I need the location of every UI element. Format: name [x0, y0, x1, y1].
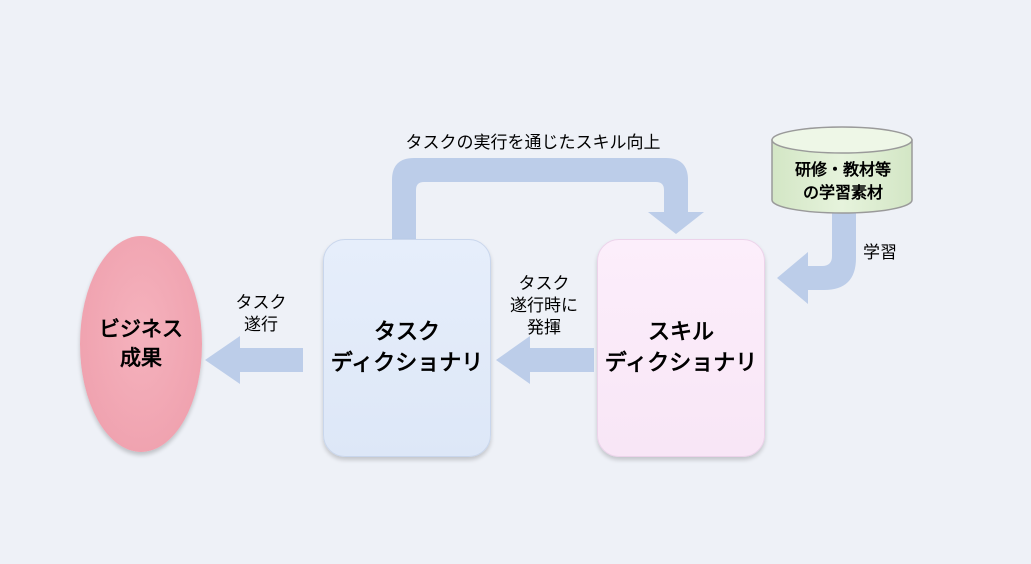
learning-materials-text: 研修・教材等 の学習素材	[772, 158, 914, 204]
outcome-line1: ビジネス	[99, 317, 183, 341]
learning-materials-line2: の学習素材	[802, 183, 883, 202]
learning-arrow	[777, 212, 856, 304]
skill-application-line3: 発揮	[527, 318, 561, 338]
business-outcome-ellipse[interactable]: ビジネス 成果	[80, 236, 202, 452]
task-dictionary-box[interactable]: タスク ディクショナリ	[323, 239, 491, 457]
skill-application-label: タスク 遂行時に 発揮	[502, 273, 586, 339]
task-execution-line1: タスク	[235, 293, 287, 313]
task-box-line2: ディクショナリ	[330, 351, 484, 376]
skill-box-line1: スキル	[647, 320, 714, 345]
skill-application-line2: 遂行時に	[510, 296, 578, 316]
task-box-line1: タスク	[373, 320, 440, 345]
task-execution-label: タスク 遂行	[226, 292, 296, 336]
learning-materials-cylinder	[771, 126, 913, 214]
skill-box-line2: ディクショナリ	[604, 351, 758, 376]
loop-arrow	[392, 158, 704, 239]
task-to-outcome-arrow	[205, 336, 303, 384]
learning-materials-line1: 研修・教材等	[794, 160, 891, 179]
outcome-line2: 成果	[120, 346, 162, 370]
loop-label: タスクの実行を通じたスキル向上	[405, 133, 661, 153]
skill-dictionary-box[interactable]: スキル ディクショナリ	[597, 239, 765, 457]
learning-label: 学習	[863, 243, 897, 263]
skill-to-task-arrow	[496, 336, 594, 384]
skill-application-line1: タスク	[518, 274, 570, 294]
task-execution-line2: 遂行	[244, 315, 278, 335]
